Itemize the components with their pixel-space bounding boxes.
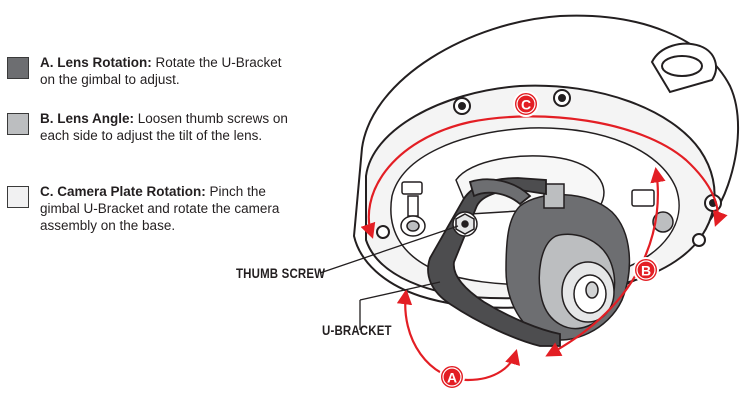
marker-a: A xyxy=(439,364,465,390)
marker-a-text: A xyxy=(447,370,457,386)
marker-b-text: B xyxy=(641,263,651,279)
swatch-light-gray xyxy=(7,113,29,135)
leader-lines xyxy=(319,225,459,330)
thumb-screw-label: THUMB SCREW xyxy=(236,265,326,281)
marker-b: B xyxy=(633,257,659,283)
legend-title: A. Lens Rotation: xyxy=(40,55,152,70)
legend-item-lens-rotation: A. Lens Rotation: Rotate the U-Bracket o… xyxy=(7,54,300,88)
legend-item-lens-angle: B. Lens Angle: Loosen thumb screws on ea… xyxy=(7,110,300,144)
legend-title: B. Lens Angle: xyxy=(40,111,135,126)
legend-description: Loosen thumb screws on each side to adju… xyxy=(40,111,288,143)
legend-title: C. Camera Plate Rotation: xyxy=(40,184,206,199)
arrow-c xyxy=(360,115,728,239)
legend-description: Rotate the U-Bracket on the gimbal to ad… xyxy=(40,55,282,87)
legend-item-camera-plate-rotation: C. Camera Plate Rotation: Pinch the gimb… xyxy=(7,183,300,234)
swatch-dark-gray xyxy=(7,57,29,79)
marker-c-text: C xyxy=(521,97,531,113)
swatch-white xyxy=(7,186,29,208)
u-bracket-label: U-BRACKET xyxy=(322,322,392,338)
marker-c: C xyxy=(513,91,539,117)
thumb-screw xyxy=(452,211,478,237)
legend-description: Pinch the gimbal U-Bracket and rotate th… xyxy=(40,184,280,233)
